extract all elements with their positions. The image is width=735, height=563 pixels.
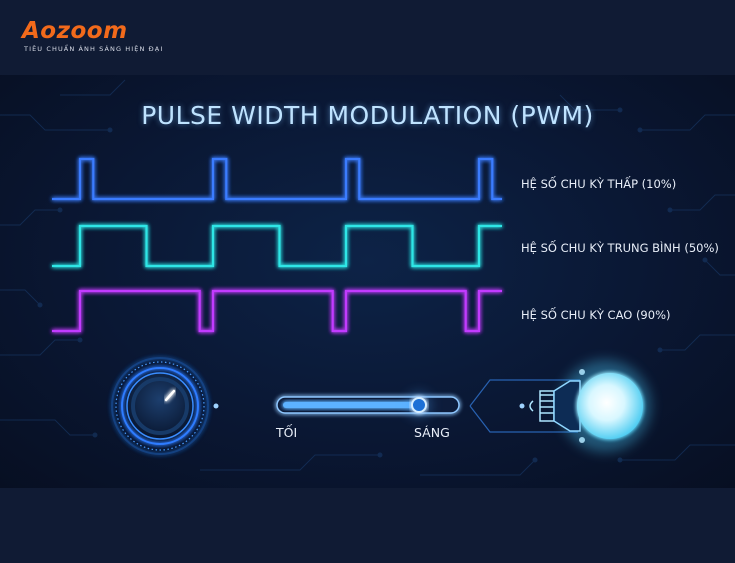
connector-dot <box>213 403 219 409</box>
pwm-waveforms <box>52 157 502 333</box>
waveform-low <box>52 157 502 201</box>
wave-label-low: HỆ SỐ CHU KỲ THẤP (10%) <box>521 177 677 191</box>
dimmer-knob-icon[interactable] <box>111 357 209 455</box>
slider-max-label: SÁNG <box>414 425 450 440</box>
light-bulb-icon <box>529 360 651 452</box>
slider-min-label: TỐI <box>276 425 298 440</box>
brand-tagline: TIÊU CHUẨN ÁNH SÁNG HIỆN ĐẠI <box>24 45 164 53</box>
waveform-high <box>52 289 502 333</box>
wave-label-medium: HỆ SỐ CHU KỲ TRUNG BÌNH (50%) <box>521 241 719 255</box>
slider-fill <box>283 402 419 408</box>
circuit-traces <box>0 79 735 476</box>
pwm-diagram: PULSE WIDTH MODULATION (PWM) HỆ SỐ CHU K… <box>0 75 735 488</box>
header: Aozoom TIÊU CHUẨN ÁNH SÁNG HIỆN ĐẠI <box>0 0 735 75</box>
brightness-slider[interactable] <box>276 393 460 417</box>
footer <box>0 488 735 563</box>
brand-logo: Aozoom <box>22 18 128 44</box>
slider-thumb <box>411 397 427 413</box>
wave-label-high: HỆ SỐ CHU KỲ CAO (90%) <box>521 308 671 322</box>
diagram-title: PULSE WIDTH MODULATION (PWM) <box>141 101 594 130</box>
waveform-medium <box>52 224 502 268</box>
diagram-artwork <box>0 79 735 476</box>
